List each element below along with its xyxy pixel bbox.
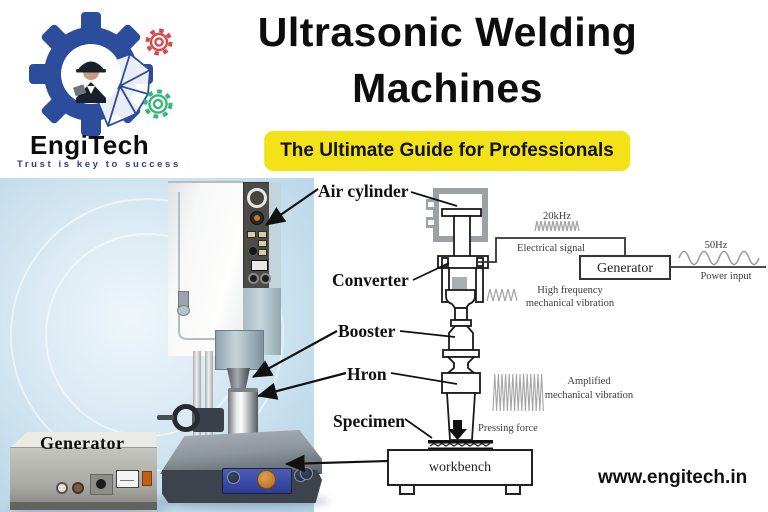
generator-button [72,482,84,494]
generator-box-label: Generator [597,261,653,276]
high-frequency-label-1: High frequency [537,285,603,296]
column-side [269,182,281,289]
amplified-label-2: mechanical vibration [545,390,634,401]
generator-box [579,255,671,280]
specimen-pointer [404,418,433,439]
workbench-label: workbench [429,460,491,475]
panel-knob [250,211,264,225]
column-seam [178,192,230,340]
website-url: www.engitech.in [598,467,748,488]
generator-unit-bottom [10,502,157,510]
sine-wave [678,250,760,266]
machine-column [168,181,244,356]
air-cylinder-pointer [410,191,458,207]
horn-shape [441,372,481,441]
side-valve [177,291,190,316]
base-button [227,471,240,484]
engineer-icon [73,61,106,103]
title-line-1: Ultrasonic Welding [257,9,638,55]
column-rod [193,351,201,443]
hand-wheel [172,404,200,432]
high-frequency-label-2: mechanical vibration [526,298,615,309]
title-line-2: Machines [352,65,543,111]
horn-label: Hron [347,364,387,384]
panel-toggle [248,246,258,256]
panel-display [251,260,268,271]
base-corner-button [300,467,313,480]
panel-connector [260,273,271,284]
booster-label: Booster [338,321,396,341]
generator-knob-panel [90,474,113,495]
air-cylinder-shape [426,188,488,258]
panel-button [258,231,267,238]
machine-photo: Generator [0,178,330,512]
panel-button [258,249,267,256]
converter-label: Converter [332,270,409,290]
engitech-logo [29,12,173,136]
panel-button [258,240,267,247]
electrical-signal-label: Electrical signal [517,243,585,254]
panel-button [247,231,256,238]
converter-shape [437,255,489,321]
pressing-force-label: Pressing force [478,423,538,434]
amplified-label-1: Amplified [567,376,611,387]
generator-unit-top [10,432,157,447]
base-emblem [257,470,276,489]
air-cylinder-label: Air cylinder [318,181,409,201]
booster-pointer [399,330,456,338]
brand-tagline: Trust is key to success [17,159,181,170]
generator-button [56,482,68,494]
signal-wave [534,220,580,232]
booster-cylinder [228,388,258,439]
wheel-axle [157,415,174,420]
signal-wire [478,237,626,263]
converter-pointer [412,262,450,281]
page-title: Ultrasonic Welding Machines [195,4,700,116]
subtitle-banner: The Ultimate Guide for Professionals [264,131,630,171]
specimen-label: Specimen [333,411,405,431]
brand-name: EngiTech [30,130,150,160]
workbench-shape [387,449,533,495]
generator-label: Generator [40,433,125,453]
high-frequency-wave [486,288,518,302]
green-gear-icon [143,89,173,119]
generator-knob [96,479,106,489]
horn-pointer [390,372,458,385]
signal-frequency-label: 20kHz [543,211,571,222]
generator-switch [142,471,152,486]
horn-carriage [215,330,264,370]
red-gear-icon [145,28,173,56]
booster-shape [442,319,480,374]
generator-meter [116,470,139,488]
specimen-shape [428,440,493,451]
power-frequency-label: 50Hz [705,240,728,251]
power-input-label: Power input [700,271,751,282]
column-rod [205,351,213,443]
amplified-wave [492,373,544,412]
pressure-gauge [247,188,267,208]
horn-cone [227,368,250,388]
pressing-force-arrow [448,420,467,440]
panel-connector [248,273,259,284]
